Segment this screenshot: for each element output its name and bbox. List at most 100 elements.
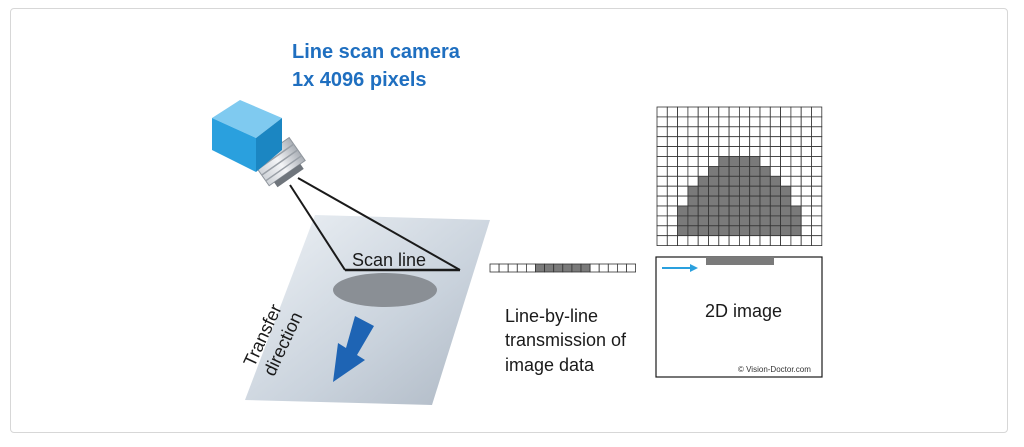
empty-pixel — [687, 175, 699, 187]
empty-pixel — [739, 146, 751, 157]
empty-pixel — [666, 126, 678, 138]
filled-pixel — [677, 205, 689, 217]
filled-pixel — [718, 195, 730, 207]
empty-pixel — [790, 136, 802, 147]
empty-pixel — [697, 136, 709, 147]
filled-pixel — [739, 185, 751, 197]
empty-pixel — [677, 165, 689, 177]
filled-pixel — [687, 185, 699, 197]
arrow-down-left-icon — [333, 316, 374, 382]
empty-pixel — [800, 185, 812, 197]
empty-pixel — [749, 116, 761, 128]
empty-pixel — [739, 136, 751, 147]
filled-pixel — [739, 215, 751, 227]
empty-pixel — [697, 126, 709, 138]
empty-pixel — [790, 185, 802, 197]
filled-pixel — [759, 215, 771, 227]
empty-pixel — [656, 146, 668, 157]
filled-pixel — [697, 205, 709, 217]
filled-pixel — [708, 215, 720, 227]
empty-pixel — [790, 195, 802, 207]
empty-pixel — [790, 235, 802, 246]
filled-pixel — [728, 185, 740, 197]
empty-pixel — [656, 116, 668, 128]
empty-pixel — [677, 146, 689, 157]
empty-pixel — [718, 136, 730, 147]
empty-pixel — [656, 175, 668, 187]
scan-line-label: Scan line — [352, 250, 426, 270]
empty-pixel — [769, 146, 781, 157]
empty-pixel — [666, 185, 678, 197]
filled-pixel — [769, 195, 781, 207]
empty-pixel — [666, 106, 678, 118]
filled-pixel — [749, 225, 761, 237]
filled-pixel — [687, 205, 699, 217]
empty-pixel — [800, 126, 812, 138]
filled-pixel — [718, 185, 730, 197]
empty-pixel — [677, 106, 689, 118]
filled-pixel — [759, 205, 771, 217]
empty-pixel — [687, 136, 699, 147]
empty-pixel — [666, 156, 678, 167]
empty-pixel — [811, 165, 823, 177]
filled-pixel — [749, 205, 761, 217]
filled-pixel — [728, 215, 740, 227]
empty-pixel — [677, 195, 689, 207]
empty-pixel — [666, 235, 678, 246]
empty-pixel — [666, 215, 678, 227]
empty-pixel — [811, 106, 823, 118]
filled-pixel — [708, 165, 720, 177]
filled-pixel — [780, 205, 792, 217]
empty-pixel — [617, 263, 627, 273]
empty-pixel — [718, 106, 730, 118]
filled-pixel — [728, 195, 740, 207]
empty-pixel — [728, 136, 740, 147]
filled-pixel — [749, 195, 761, 207]
empty-pixel — [749, 106, 761, 118]
empty-pixel — [666, 116, 678, 128]
empty-pixel — [800, 205, 812, 217]
filled-pixel — [780, 195, 792, 207]
empty-pixel — [697, 146, 709, 157]
empty-pixel — [811, 235, 823, 246]
filled-pixel — [749, 215, 761, 227]
empty-pixel — [656, 156, 668, 167]
filled-pixel — [708, 175, 720, 187]
transmitted-pixel-line — [489, 263, 637, 273]
empty-pixel — [769, 235, 781, 246]
empty-pixel — [769, 116, 781, 128]
image-label: 2D image — [705, 301, 782, 321]
filled-pixel — [759, 175, 771, 187]
empty-pixel — [759, 136, 771, 147]
empty-pixel — [759, 235, 771, 246]
pixel-grid-2d-image — [656, 106, 823, 246]
empty-pixel — [759, 126, 771, 138]
empty-pixel — [800, 215, 812, 227]
empty-pixel — [708, 235, 720, 246]
empty-pixel — [718, 126, 730, 138]
empty-pixel — [759, 146, 771, 157]
filled-pixel — [769, 175, 781, 187]
filled-pixel — [790, 225, 802, 237]
empty-pixel — [708, 116, 720, 128]
empty-pixel — [687, 165, 699, 177]
filled-pixel — [728, 205, 740, 217]
empty-pixel — [800, 165, 812, 177]
empty-pixel — [666, 205, 678, 217]
empty-pixel — [769, 165, 781, 177]
empty-pixel — [749, 136, 761, 147]
transmission-label-line2: transmission of — [505, 330, 627, 350]
filled-pixel — [708, 205, 720, 217]
empty-pixel — [811, 215, 823, 227]
empty-pixel — [656, 126, 668, 138]
empty-pixel — [677, 185, 689, 197]
empty-pixel — [790, 116, 802, 128]
empty-pixel — [811, 126, 823, 138]
empty-pixel — [516, 263, 527, 273]
empty-pixel — [759, 116, 771, 128]
empty-pixel — [697, 106, 709, 118]
filled-pixel — [780, 185, 792, 197]
empty-pixel — [800, 146, 812, 157]
filled-pixel — [571, 263, 582, 273]
empty-pixel — [728, 235, 740, 246]
